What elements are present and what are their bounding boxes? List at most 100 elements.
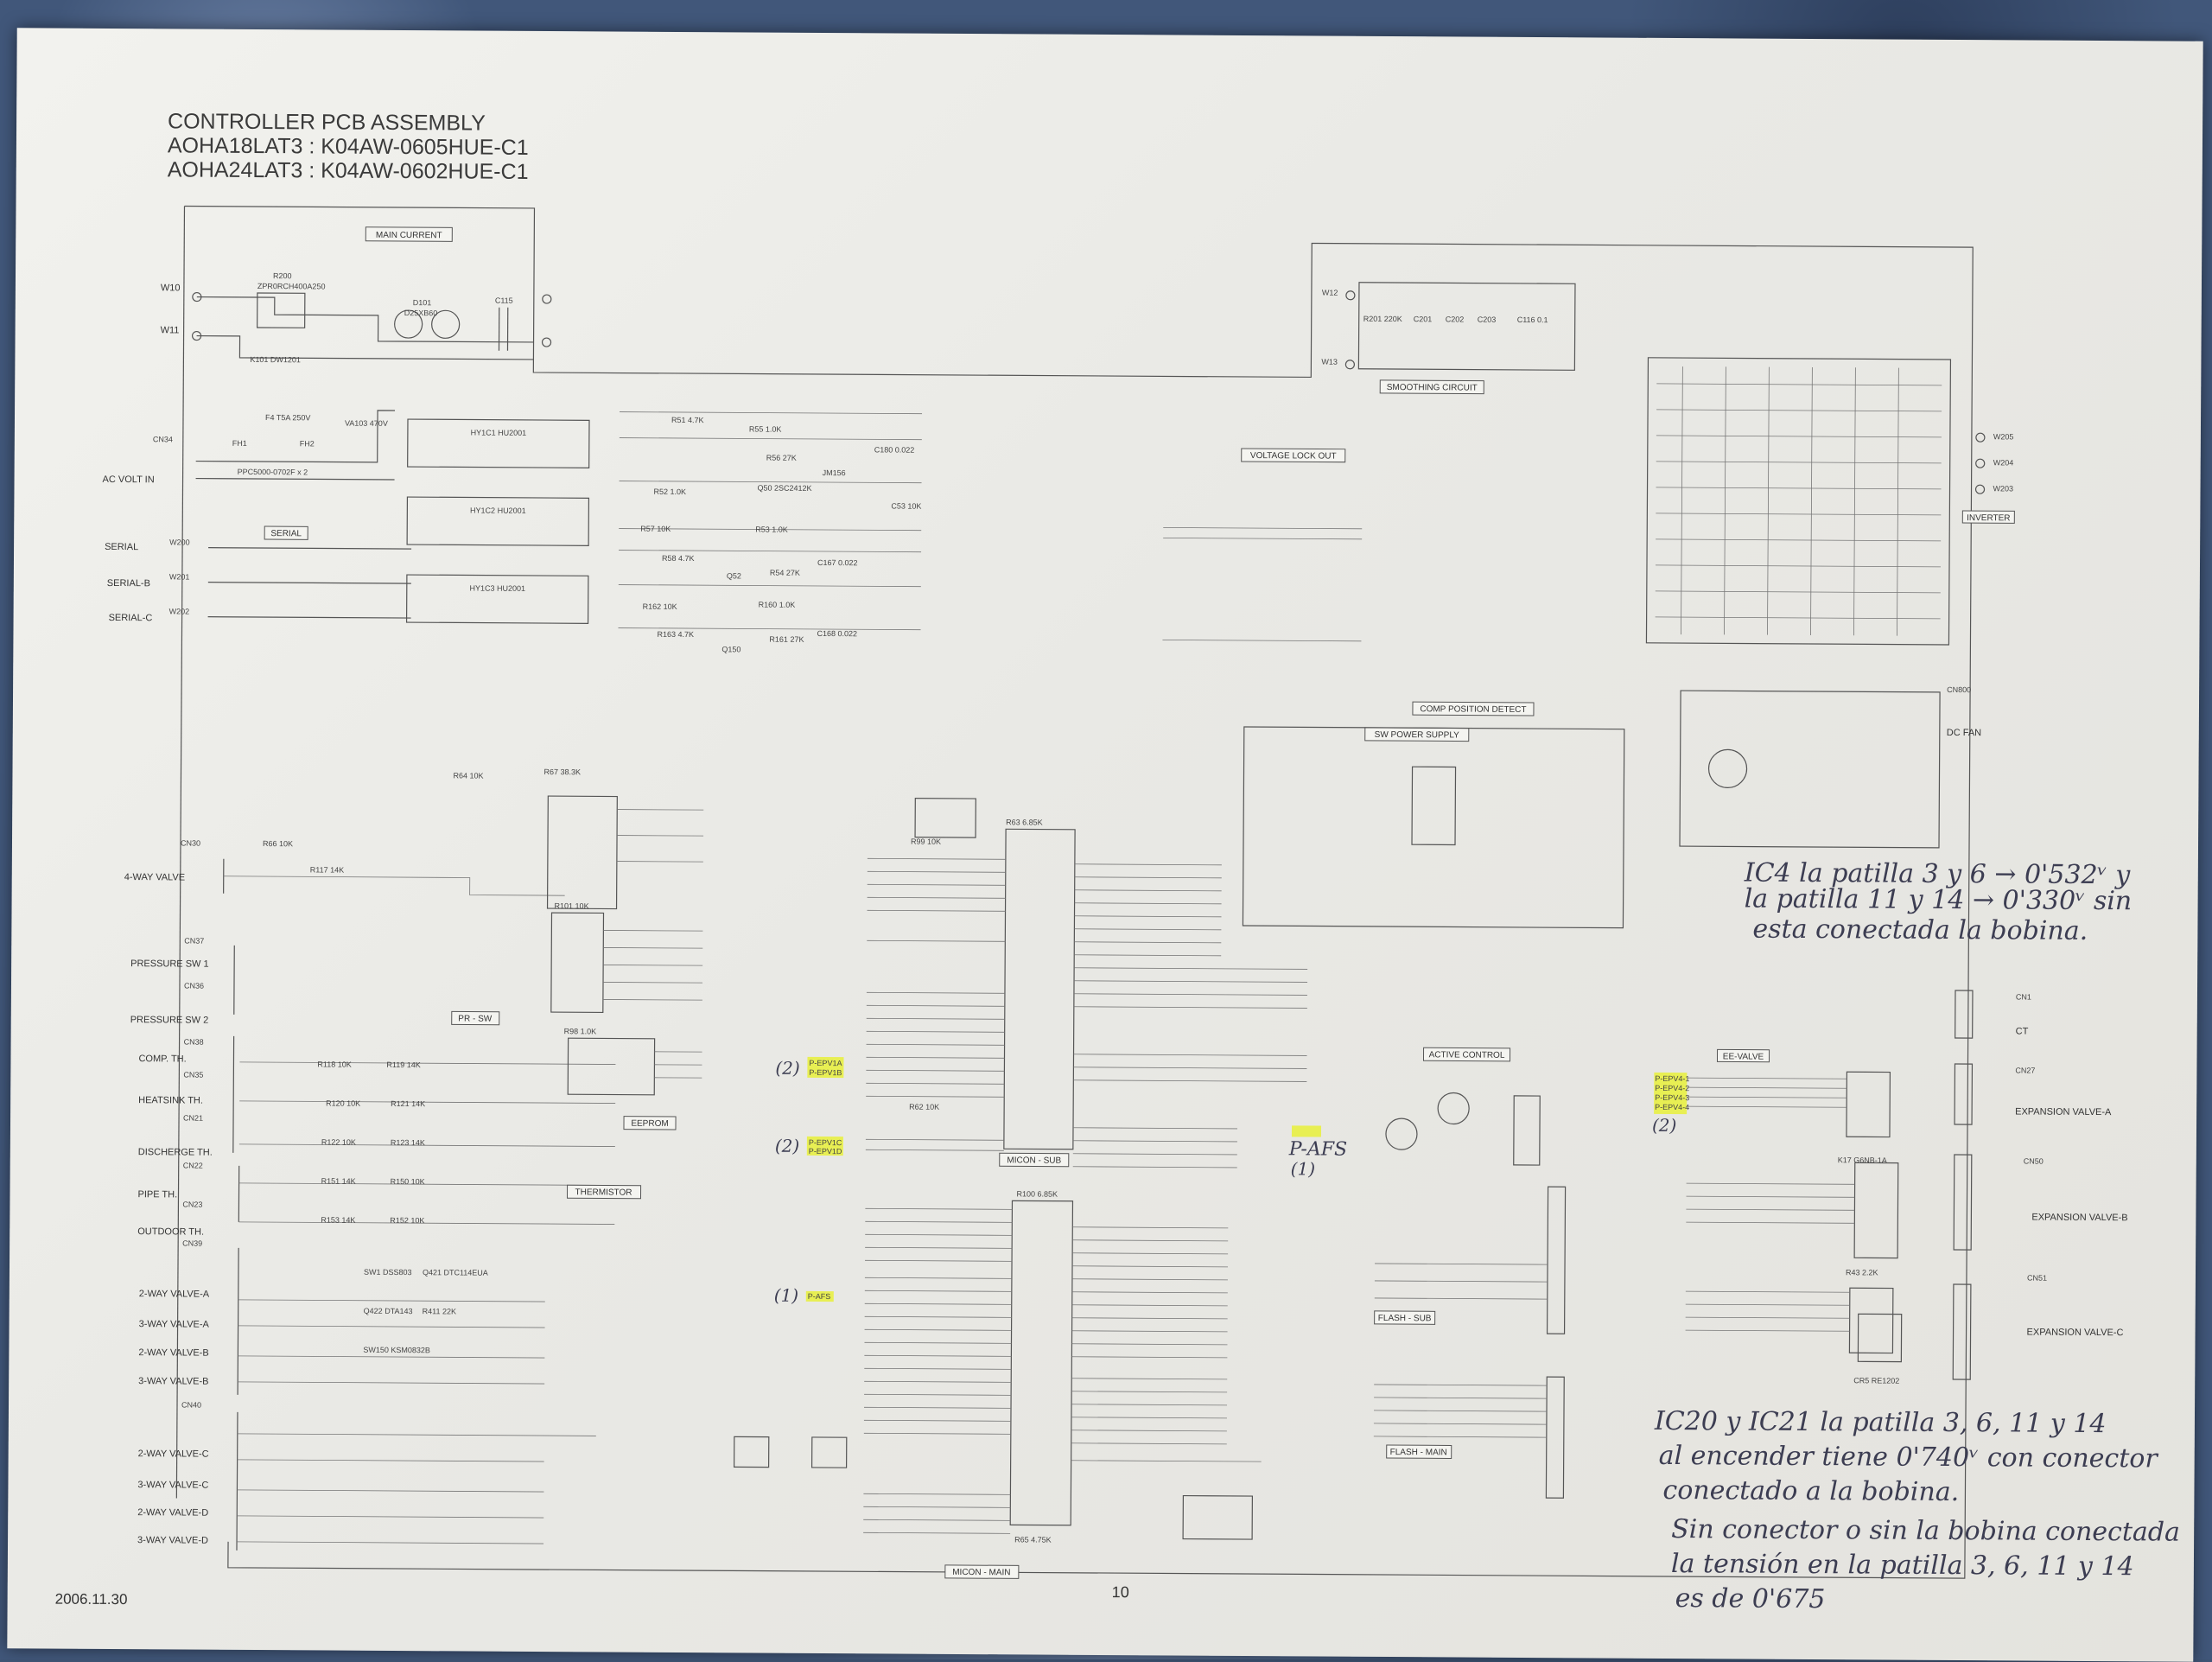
conn-cn800: CN800 [1947,685,1971,694]
ic-ic153 [915,799,976,837]
comp-r117: SW1 DSS803 [364,1268,412,1277]
schematic-diagram: CONTROLLER PCB ASSEMBLY AOHA18LAT3 : K04… [7,28,2202,1661]
label-pipe-th: PIPE TH. [137,1189,177,1200]
section-micon-sub-label: MICON - SUB [1007,1156,1061,1165]
ic-ic151 [551,913,604,1012]
comp-r201: R201 220K [1363,315,1402,323]
conn-cn22: CN22 [183,1161,203,1169]
comp-hyic1: HY1C1 HU2001 [471,429,527,437]
footer-page-number: 10 [1112,1583,1129,1601]
comp-r161: R161 27K [769,635,804,644]
main-wire-1 [197,297,534,342]
comp-r53: R53 1.0K [755,525,788,534]
label-pressure-sw2: PRESSURE SW 2 [130,1015,209,1026]
comp-r99: R121 14K [391,1099,425,1108]
section-main-current-label: MAIN CURRENT [376,231,442,240]
pin-p-epv4-1: P-EPV4-1 [1655,1074,1689,1083]
label-dc-fan: DC FAN [1947,728,1981,738]
comp-ppc: PPC5000-0702F x 2 [238,468,308,476]
section-flash-main-label: FLASH - MAIN [1390,1448,1447,1457]
conn-w10: W10 [161,283,181,293]
pin-p-epv4-2: P-EPV4-2 [1655,1084,1689,1092]
ac-wire-2 [196,479,395,480]
pin-p-epv1c: P-EPV1C [809,1138,842,1147]
note-ic4-line3: esta conectada la bobina. [1752,914,2088,946]
comp-ic1: R100 6.85K [1017,1189,1058,1198]
comp-c180: C180 0.022 [874,445,915,454]
comp-cr5: R66 10K [263,839,293,848]
relay-k101 [257,293,305,328]
transistor-q421 [1386,1118,1417,1149]
mark-p-afs: P-AFS [1288,1138,1347,1160]
label-3way-d: 3-WAY VALVE-D [137,1535,208,1546]
ic-ic20 [1849,1288,1892,1353]
section-eeprom-label: EEPROM [631,1119,668,1129]
comp-k101: K101 DW1201 [250,355,301,364]
dc-fan-block [1680,691,1940,848]
section-comp-position-label: COMP POSITION DETECT [1420,704,1526,715]
comp-ic21: CR5 RE1202 [1853,1376,1899,1385]
micon-main-pins [863,1208,1262,1535]
sw-power-block [1243,727,1624,928]
ic-hyic3 [407,575,588,623]
label-2way-d: 2-WAY VALVE-D [137,1507,208,1519]
comp-fh2: FH2 [300,439,315,448]
label-4way-valve: 4-WAY VALVE [124,872,185,882]
note-ic20-line3: conectado a la bobina. [1662,1475,1959,1507]
label-exp-valve-a: EXPANSION VALVE-A [2015,1106,2112,1118]
transistor-q422 [1438,1092,1469,1124]
ic-ic201 [568,1038,654,1095]
note-ic20-line6: es de 0'675 [1675,1583,1826,1614]
label-exp-valve-b: EXPANSION VALVE-B [2031,1213,2127,1224]
section-serial-label: SERIAL [270,529,302,538]
ic-ic155-micon-sub [1004,829,1075,1149]
label-heatsink-th: HEATSINK TH. [138,1095,203,1105]
expansion-valve-connectors [1685,989,1973,1379]
comp-ic151: R101 10K [555,901,589,910]
section-vlo-label: VOLTAGE LOCK OUT [1250,451,1337,462]
comp-r160: R160 1.0K [759,601,796,609]
section-active-control-label: ACTIVE CONTROL [1429,1050,1505,1060]
conn-cn38: CN38 [184,1037,204,1046]
comp-va103: VA103 470V [345,419,388,428]
section-flash-sub-label: FLASH - SUB [1378,1314,1432,1323]
conn-cn21: CN21 [183,1113,203,1122]
flash-wires [1374,1264,1548,1437]
note-ic20-line1: IC20 y IC21 la patilla 3, 6, 11 y 14 [1654,1406,2107,1439]
left-rail [176,206,184,1498]
conn-w201: W201 [169,572,190,581]
mark-2-b: (2) [775,1136,799,1156]
vlo-wires [1162,527,1362,640]
ic-ic8 [1183,1496,1252,1539]
label-comp-th: COMP. TH. [138,1054,186,1064]
pin-p-epv4-3: P-EPV4-3 [1655,1093,1689,1102]
comp-r118: Q421 DTC114EUA [423,1268,488,1277]
terminal-w205 [1976,433,1985,442]
pin-p-afs: P-AFS [808,1292,831,1301]
conn-w205: W205 [1993,432,2014,441]
label-discharge-th: DISCHERGE TH. [138,1147,213,1158]
comp-r120: R411 22K [423,1307,456,1315]
comp-r66: R152 10K [390,1216,424,1225]
conn-cn36: CN36 [184,981,204,990]
comp-k17: R117 14K [310,865,344,874]
comp-c116: C116 0.1 [1517,315,1548,324]
transistor-q [1708,749,1746,787]
comp-r58: R58 4.7K [662,554,695,563]
mark-2-a: (2) [775,1058,799,1079]
comp-c202: C202 [1446,315,1465,323]
conn-cn34: CN34 [153,435,173,443]
comp-x1: R65 4.75K [1014,1535,1052,1544]
connector-active [1514,1096,1540,1165]
serial-wires [208,548,411,618]
conn-cn51: CN51 [2027,1274,2047,1283]
model-line-1: AOHA18LAT3 : K04AW-0605HUE-C1 [168,133,529,160]
ic-ic1-micon-main [1010,1200,1072,1525]
label-outdoor-th: OUTDOOR TH. [137,1226,204,1237]
switch-sw1-a [734,1436,769,1467]
label-3way-a: 3-WAY VALVE-A [139,1319,210,1330]
comp-hyic3: HY1C3 HU2001 [469,584,525,593]
model-line-2: AOHA24LAT3 : K04AW-0602HUE-C1 [168,157,529,184]
comp-ic153: R99 10K [911,837,941,846]
schematic-sheet: CONTROLLER PCB ASSEMBLY AOHA18LAT3 : K04… [7,28,2202,1661]
